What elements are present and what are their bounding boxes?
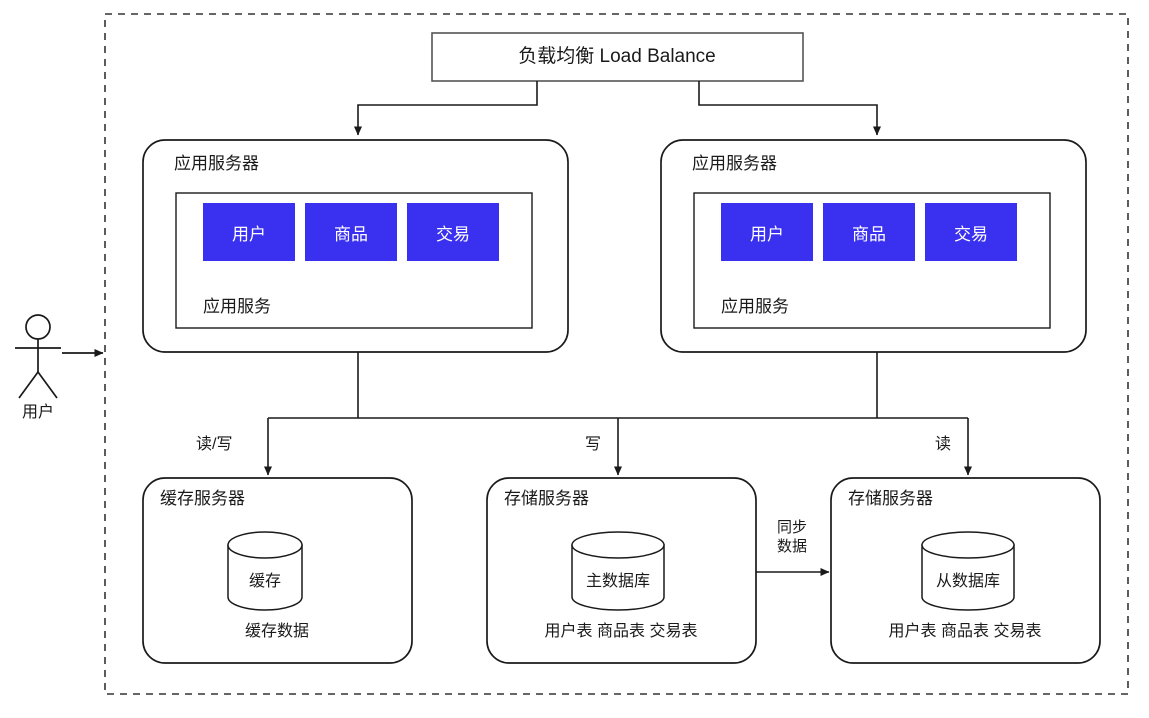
slave-storage-title: 存储服务器	[848, 489, 933, 508]
app-service-1-label: 应用服务	[203, 297, 271, 316]
master-footer-label: 用户表 商品表 交易表	[544, 623, 698, 640]
load-balancer-label: 负载均衡 Load Balance	[518, 46, 716, 67]
master-storage-title: 存储服务器	[504, 489, 589, 508]
system-boundary	[104, 13, 1129, 695]
lb-to-app1-connector	[354, 81, 538, 136]
edge-label-read: 读	[935, 436, 952, 453]
edge-label-read-write: 读/写	[196, 436, 233, 453]
lb-to-app2-connector	[698, 81, 881, 136]
app2-module-user-label: 用户	[750, 224, 784, 244]
actor-label: 用户	[21, 404, 55, 421]
cache-server-title: 缓存服务器	[160, 489, 245, 508]
cache-cylinder-icon	[227, 531, 303, 611]
app2-module-user[interactable]: 用户	[721, 203, 813, 261]
app-server-2-title: 应用服务器	[692, 154, 777, 173]
app-server-1-title: 应用服务器	[174, 154, 259, 173]
app2-module-product[interactable]: 商品	[823, 203, 915, 261]
app-service-2-label: 应用服务	[721, 297, 789, 316]
slave-footer-label: 用户表 商品表 交易表	[888, 623, 1042, 640]
app2-module-transaction[interactable]: 交易	[925, 203, 1017, 261]
app1-module-product[interactable]: 商品	[305, 203, 397, 261]
master-db-cylinder-icon	[571, 531, 665, 611]
sync-data-label-line2: 数据	[776, 538, 808, 556]
master-db-cylinder-label: 主数据库	[585, 573, 651, 590]
slave-db-cylinder-icon	[921, 531, 1015, 611]
cache-footer-label: 缓存数据	[244, 623, 310, 640]
slave-db-cylinder-label: 从数据库	[935, 573, 1001, 590]
app1-module-transaction[interactable]: 交易	[407, 203, 499, 261]
app2-module-product-label: 商品	[852, 224, 886, 244]
sync-data-label-line1: 同步	[776, 519, 808, 536]
edge-label-write: 写	[585, 436, 602, 453]
load-balancer-box	[431, 32, 804, 82]
app1-module-product-label: 商品	[334, 224, 368, 244]
cache-cylinder-label: 缓存	[248, 573, 282, 590]
sync-data-label: 同步 数据	[777, 518, 807, 556]
app1-module-transaction-label: 交易	[436, 224, 470, 244]
app1-module-user[interactable]: 用户	[203, 203, 295, 261]
app1-module-user-label: 用户	[232, 224, 266, 244]
app2-module-transaction-label: 交易	[954, 224, 988, 244]
stick-figure-icon	[15, 314, 61, 399]
